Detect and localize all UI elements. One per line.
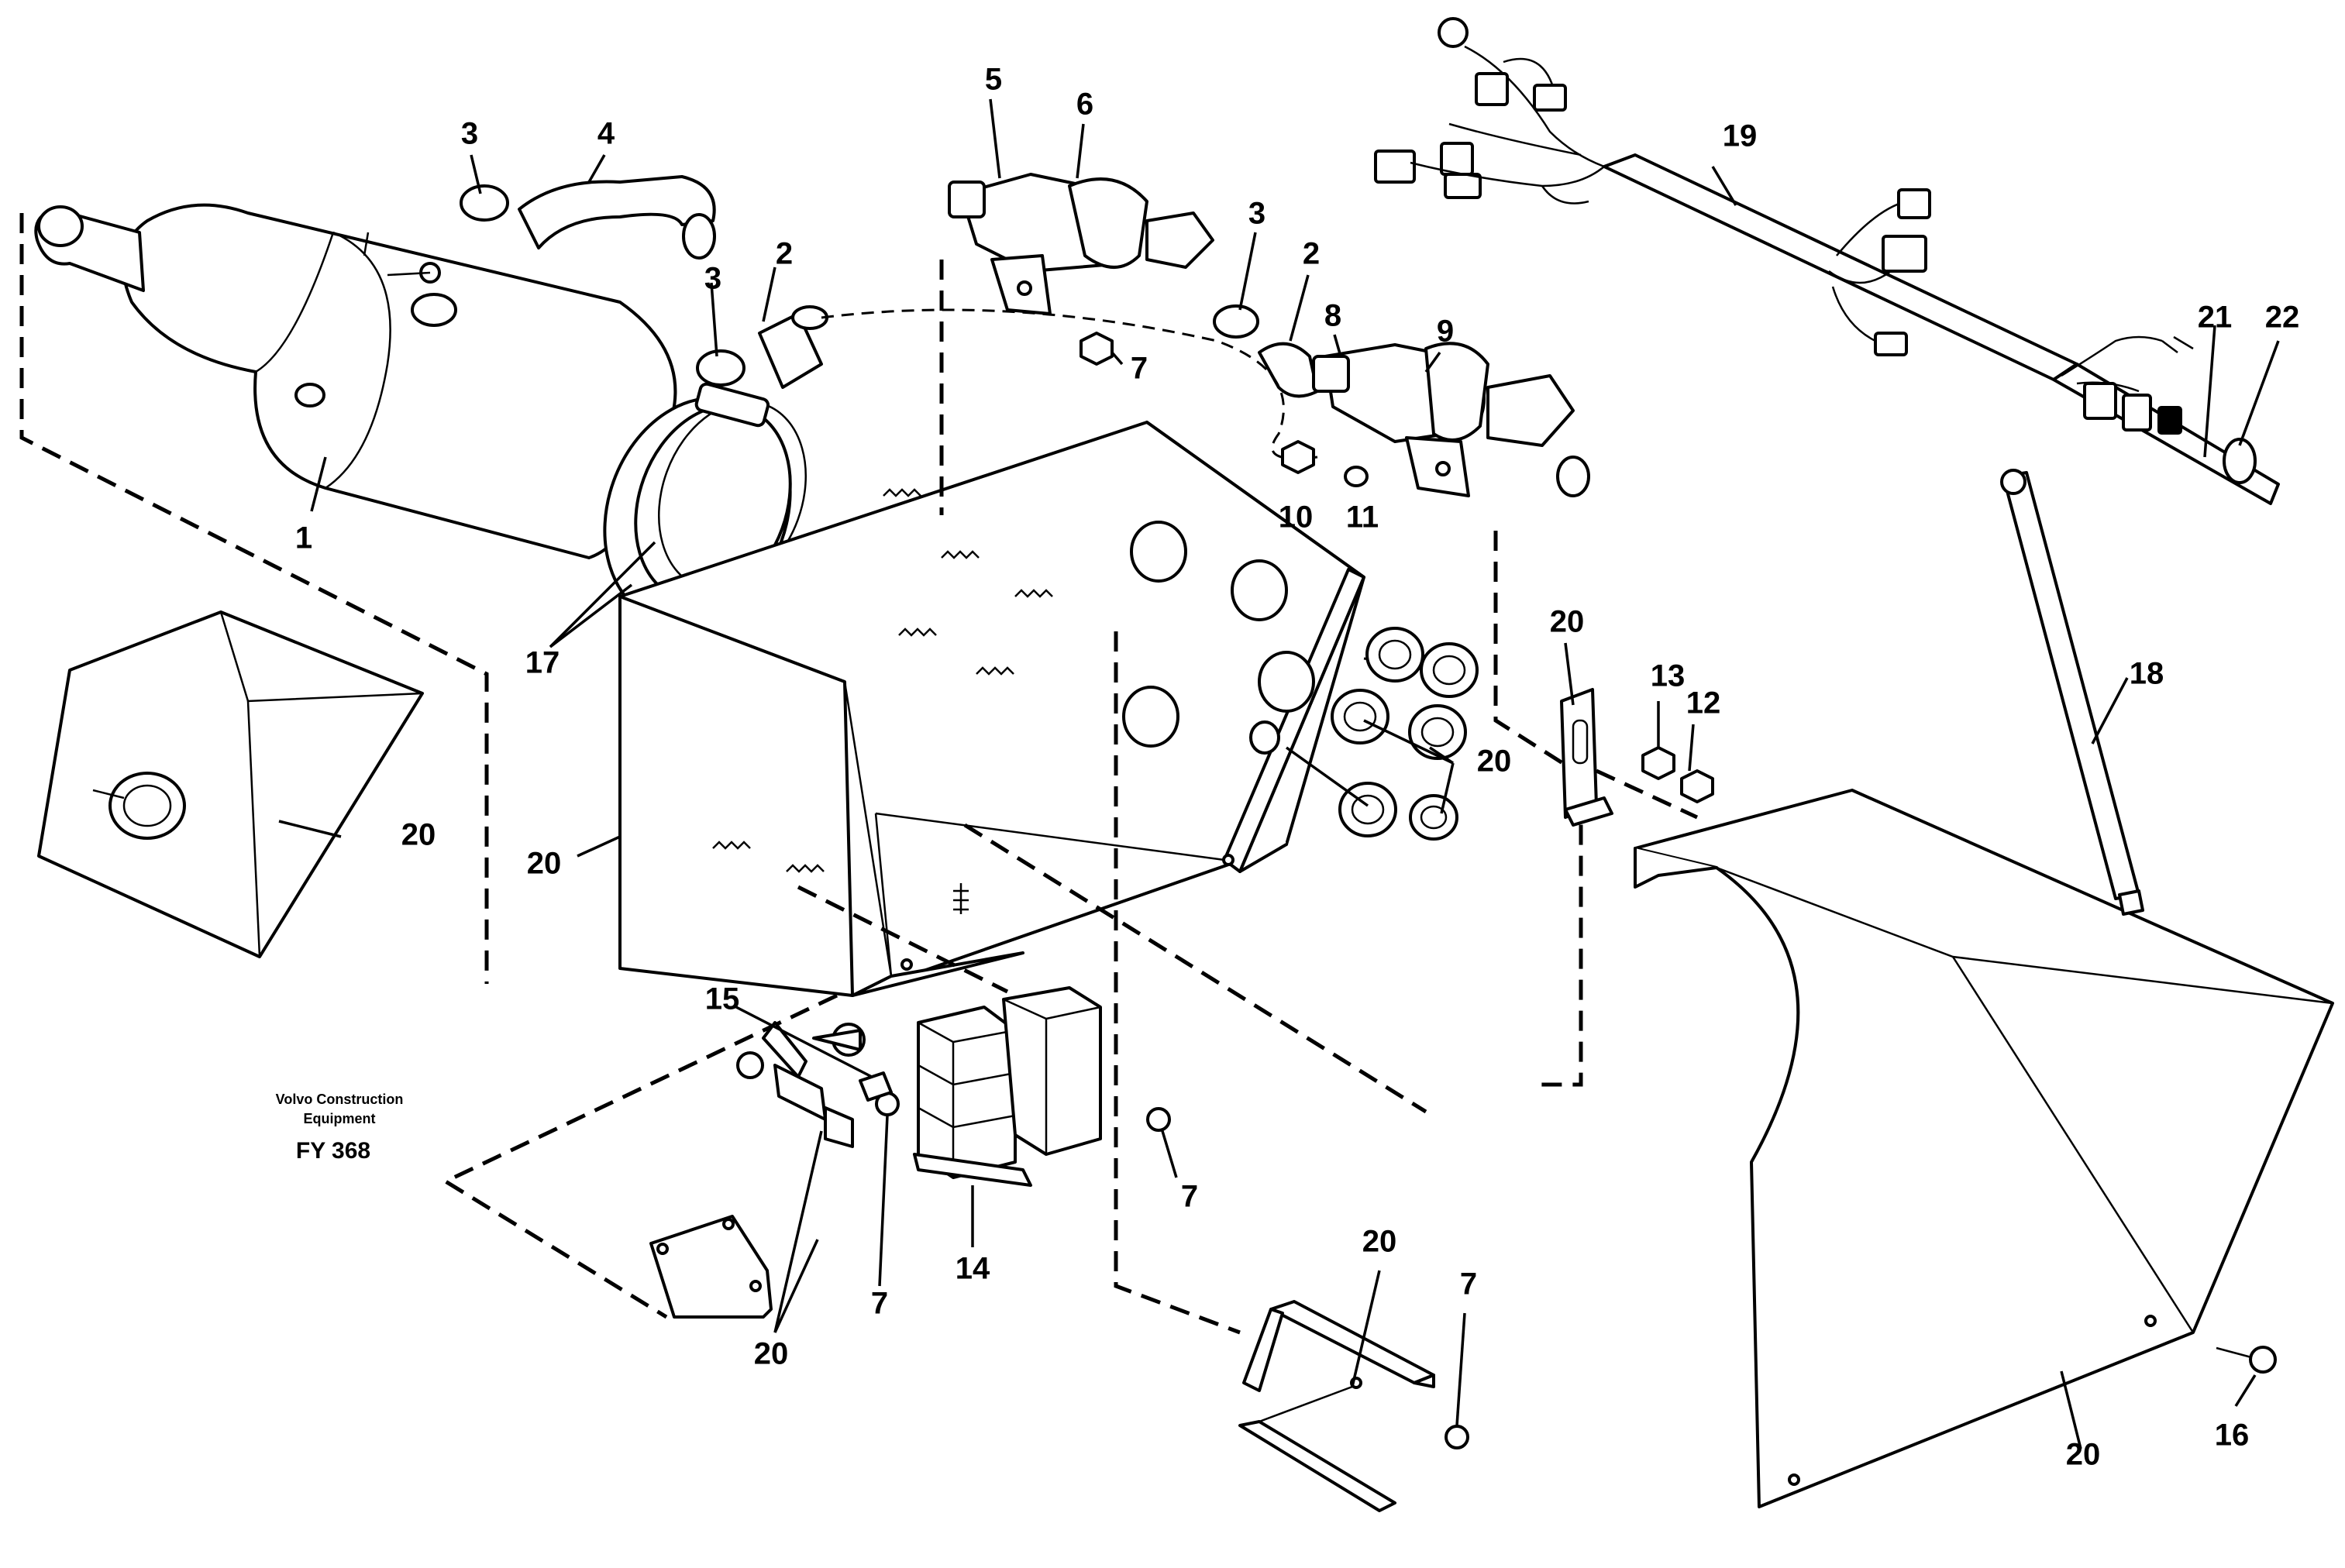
side-cover [1634, 789, 2334, 1508]
callout-19: 19 [1723, 119, 1758, 153]
publisher-name-line2: Equipment [304, 1111, 376, 1126]
wiring-harness [1374, 17, 2280, 505]
callout-22: 22 [2265, 301, 2300, 335]
support-rod [2000, 469, 2144, 916]
hose-clamp [460, 184, 509, 222]
callout-20: 20 [1477, 744, 1512, 779]
callout-14: 14 [956, 1252, 990, 1286]
callout-20: 20 [2066, 1438, 2101, 1472]
figure-code: FY 368 [296, 1138, 370, 1164]
callout-12: 12 [1686, 686, 1721, 720]
end-cover [37, 610, 424, 958]
heater-housing [618, 421, 1365, 997]
callout-7: 7 [1460, 1267, 1477, 1302]
callout-2: 2 [1303, 237, 1320, 271]
callout-20: 20 [754, 1337, 789, 1371]
tray-bracket [1238, 1300, 1435, 1512]
relay-box [913, 986, 1102, 1187]
callout-18: 18 [2130, 657, 2164, 691]
hose-2 [758, 305, 828, 389]
callout-20: 20 [401, 818, 436, 852]
callout-5: 5 [985, 63, 1002, 97]
callout-16: 16 [2215, 1418, 2250, 1453]
publisher-name: Volvo Construction [276, 1092, 404, 1107]
grommets [1331, 627, 1479, 841]
fasteners [859, 332, 2277, 1449]
callout-4: 4 [597, 117, 615, 151]
hose-route-line [821, 308, 1318, 460]
callout-20: 20 [1362, 1225, 1397, 1259]
callout-3: 3 [704, 262, 721, 296]
callout-21: 21 [2198, 301, 2233, 335]
housing-screws [712, 488, 1053, 914]
callout-20: 20 [1550, 605, 1585, 639]
cover-outline-left [19, 213, 489, 984]
callout-11: 11 [1346, 500, 1379, 535]
leader-lines [278, 98, 2280, 1449]
water-valve-lower [1312, 342, 1590, 497]
callout-10: 10 [1279, 500, 1314, 535]
callout-3: 3 [1248, 197, 1265, 231]
hose-clamp [1213, 304, 1259, 339]
callout-9: 9 [1437, 315, 1454, 349]
callout-labels: 1 2 2 3 3 3 4 5 6 7 7 7 7 8 9 10 11 12 1… [295, 63, 2299, 1472]
water-valve-upper [948, 173, 1214, 315]
callout-1: 1 [295, 521, 312, 555]
callout-17: 17 [525, 646, 560, 680]
callout-7: 7 [1181, 1180, 1198, 1214]
callout-15: 15 [705, 982, 740, 1016]
mount-bracket [1560, 688, 1613, 827]
callout-7: 7 [871, 1287, 888, 1321]
hose-4 [518, 175, 716, 260]
callout-20: 20 [527, 847, 562, 881]
callout-8: 8 [1324, 299, 1341, 333]
hose-clamp [696, 349, 746, 387]
publisher-caption: Volvo Construction Equipment FY 368 [276, 1092, 404, 1164]
mounting-plate [649, 1021, 866, 1319]
callout-6: 6 [1076, 88, 1093, 122]
callout-7: 7 [1131, 352, 1148, 386]
callout-13: 13 [1651, 659, 1686, 693]
heater-unit [34, 203, 677, 559]
callout-2: 2 [776, 237, 793, 271]
callout-3: 3 [461, 117, 478, 151]
hose-2 [1258, 342, 1319, 398]
